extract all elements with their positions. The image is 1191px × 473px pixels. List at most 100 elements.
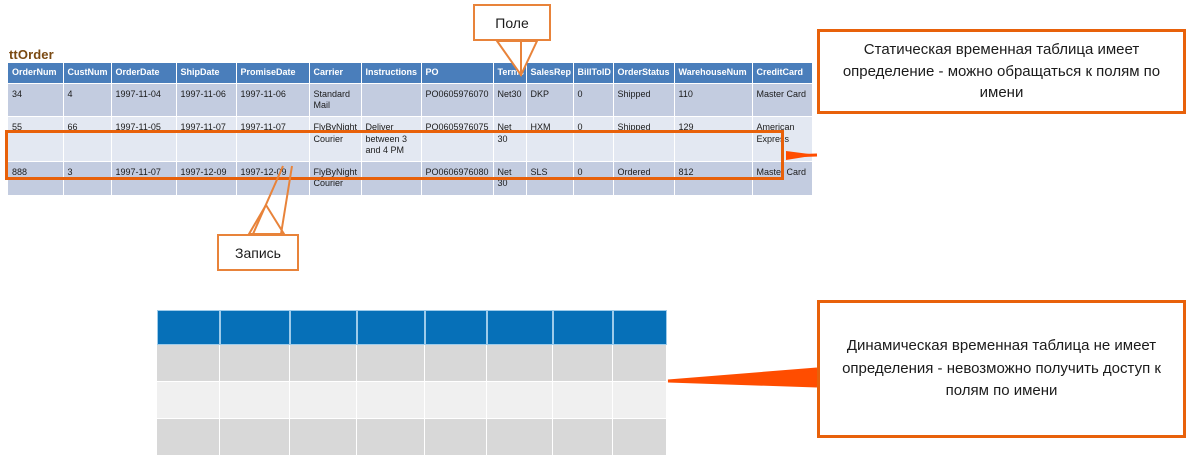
- column-header-instructions[interactable]: Instructions: [361, 63, 422, 84]
- cell-custnum: 4: [63, 83, 112, 118]
- cell-orderstatus: Shipped: [613, 116, 675, 163]
- dynamic-cell: [613, 382, 667, 419]
- cell-warehousenum: 812: [674, 161, 753, 195]
- cell-terms: Net 30: [493, 116, 527, 163]
- column-header-creditcard[interactable]: CreditCard: [752, 63, 812, 84]
- cell-warehousenum: 110: [674, 83, 753, 118]
- cell-warehousenum: 129: [674, 116, 753, 163]
- static-table-title: ttOrder: [9, 47, 54, 62]
- cell-billtoid: 0: [573, 161, 614, 195]
- cell-po: PO0606976080: [421, 161, 494, 195]
- dynamic-cell: [553, 419, 613, 456]
- dynamic-table-row: [157, 419, 667, 456]
- cell-orderstatus: Shipped: [613, 83, 675, 118]
- cell-ordernum: 55: [8, 116, 64, 163]
- column-header-po[interactable]: PO: [421, 63, 494, 84]
- static-table-note-callout: Статическая временная таблица имеет опре…: [817, 29, 1186, 114]
- column-header-promisedate[interactable]: PromiseDate: [236, 63, 310, 84]
- dynamic-column-header[interactable]: [613, 310, 667, 345]
- cell-shipdate: 1997-11-06: [176, 83, 237, 118]
- column-header-orderstatus[interactable]: OrderStatus: [613, 63, 675, 84]
- zapis-callout-tail: [247, 203, 286, 235]
- cell-po: PO0605976075: [421, 116, 494, 163]
- cell-shipdate: 1997-12-09: [176, 161, 237, 195]
- column-header-terms[interactable]: Terms: [493, 63, 527, 84]
- dynamic-cell: [220, 345, 290, 382]
- cell-terms: Net 30: [493, 161, 527, 195]
- dynamic-callout-pointer-line2: [667, 379, 818, 388]
- dynamic-temp-table: [157, 310, 667, 456]
- cell-custnum: 66: [63, 116, 112, 163]
- dynamic-cell: [220, 382, 290, 419]
- dynamic-table-row: [157, 345, 667, 382]
- cell-carrier: Standard Mail: [309, 83, 362, 118]
- cell-instructions: [361, 83, 422, 118]
- dynamic-cell: [487, 382, 553, 419]
- cell-instructions: Deliver between 3 and 4 PM: [361, 116, 422, 163]
- dynamic-cell: [425, 345, 487, 382]
- cell-shipdate: 1997-11-07: [176, 116, 237, 163]
- cell-ordernum: 34: [8, 83, 64, 118]
- dynamic-cell: [425, 419, 487, 456]
- cell-instructions: [361, 161, 422, 195]
- field-tag-callout: Поле: [473, 4, 551, 41]
- field-tag-label: Поле: [495, 14, 529, 31]
- column-header-orderdate[interactable]: OrderDate: [111, 63, 177, 84]
- dynamic-cell: [157, 345, 220, 382]
- cell-orderstatus: Ordered: [613, 161, 675, 195]
- dynamic-column-header[interactable]: [220, 310, 290, 345]
- cell-orderdate: 1997-11-07: [111, 161, 177, 195]
- dynamic-cell: [290, 382, 357, 419]
- cell-promisedate: 1997-11-07: [236, 116, 310, 163]
- table-row: 34 4 1997-11-04 1997-11-06 1997-11-06 St…: [8, 83, 812, 118]
- table-header-row: OrderNum CustNum OrderDate ShipDate Prom…: [8, 63, 812, 84]
- column-header-billtoid[interactable]: BillToID: [573, 63, 614, 84]
- cell-creditcard: Master Card: [752, 83, 812, 118]
- cell-salesrep: SLS: [526, 161, 574, 195]
- column-header-carrier[interactable]: Carrier: [309, 63, 362, 84]
- table-row: 55 66 1997-11-05 1997-11-07 1997-11-07 F…: [8, 116, 812, 163]
- dynamic-table-note-text: Динамическая временная таблица не имеет …: [842, 337, 1161, 400]
- dynamic-cell: [220, 419, 290, 456]
- dynamic-callout-pointer-line: [667, 367, 818, 383]
- column-header-warehousenum[interactable]: WarehouseNum: [674, 63, 753, 84]
- dynamic-column-header[interactable]: [425, 310, 487, 345]
- dynamic-table-row: [157, 382, 667, 419]
- cell-custnum: 3: [63, 161, 112, 195]
- dynamic-cell: [357, 345, 425, 382]
- dynamic-callout-pointer: [667, 369, 817, 385]
- dynamic-column-header[interactable]: [157, 310, 220, 345]
- dynamic-cell: [487, 419, 553, 456]
- column-header-salesrep[interactable]: SalesRep: [526, 63, 574, 84]
- dynamic-column-header[interactable]: [553, 310, 613, 345]
- dynamic-cell: [290, 345, 357, 382]
- cell-orderdate: 1997-11-05: [111, 116, 177, 163]
- column-header-ordernum[interactable]: OrderNum: [8, 63, 64, 84]
- dynamic-cell: [157, 419, 220, 456]
- column-header-shipdate[interactable]: ShipDate: [176, 63, 237, 84]
- record-tag-label: Запись: [235, 244, 281, 261]
- dynamic-cell: [357, 419, 425, 456]
- dynamic-table-note-callout: Динамическая временная таблица не имеет …: [817, 300, 1186, 438]
- cell-terms: Net30: [493, 83, 527, 118]
- record-tag-callout: Запись: [217, 234, 299, 271]
- dynamic-column-header[interactable]: [290, 310, 357, 345]
- dynamic-column-header[interactable]: [357, 310, 425, 345]
- cell-salesrep: DKP: [526, 83, 574, 118]
- cell-ordernum: 888: [8, 161, 64, 195]
- cell-orderdate: 1997-11-04: [111, 83, 177, 118]
- column-header-custnum[interactable]: CustNum: [63, 63, 112, 84]
- cell-billtoid: 0: [573, 83, 614, 118]
- cell-creditcard: American Express: [752, 116, 812, 163]
- cell-promisedate: 1997-11-06: [236, 83, 310, 118]
- static-temp-table: OrderNum CustNum OrderDate ShipDate Prom…: [8, 63, 812, 195]
- dynamic-header-row: [157, 310, 667, 345]
- cell-promisedate: 1997-12-09: [236, 161, 310, 195]
- cell-carrier: FlyByNight Courier: [309, 161, 362, 195]
- table-row: 888 3 1997-11-07 1997-12-09 1997-12-09 F…: [8, 161, 812, 195]
- dynamic-column-header[interactable]: [487, 310, 553, 345]
- cell-creditcard: Master Card: [752, 161, 812, 195]
- cell-salesrep: HXM: [526, 116, 574, 163]
- static-table-note-text: Статическая временная таблица имеет опре…: [842, 40, 1161, 102]
